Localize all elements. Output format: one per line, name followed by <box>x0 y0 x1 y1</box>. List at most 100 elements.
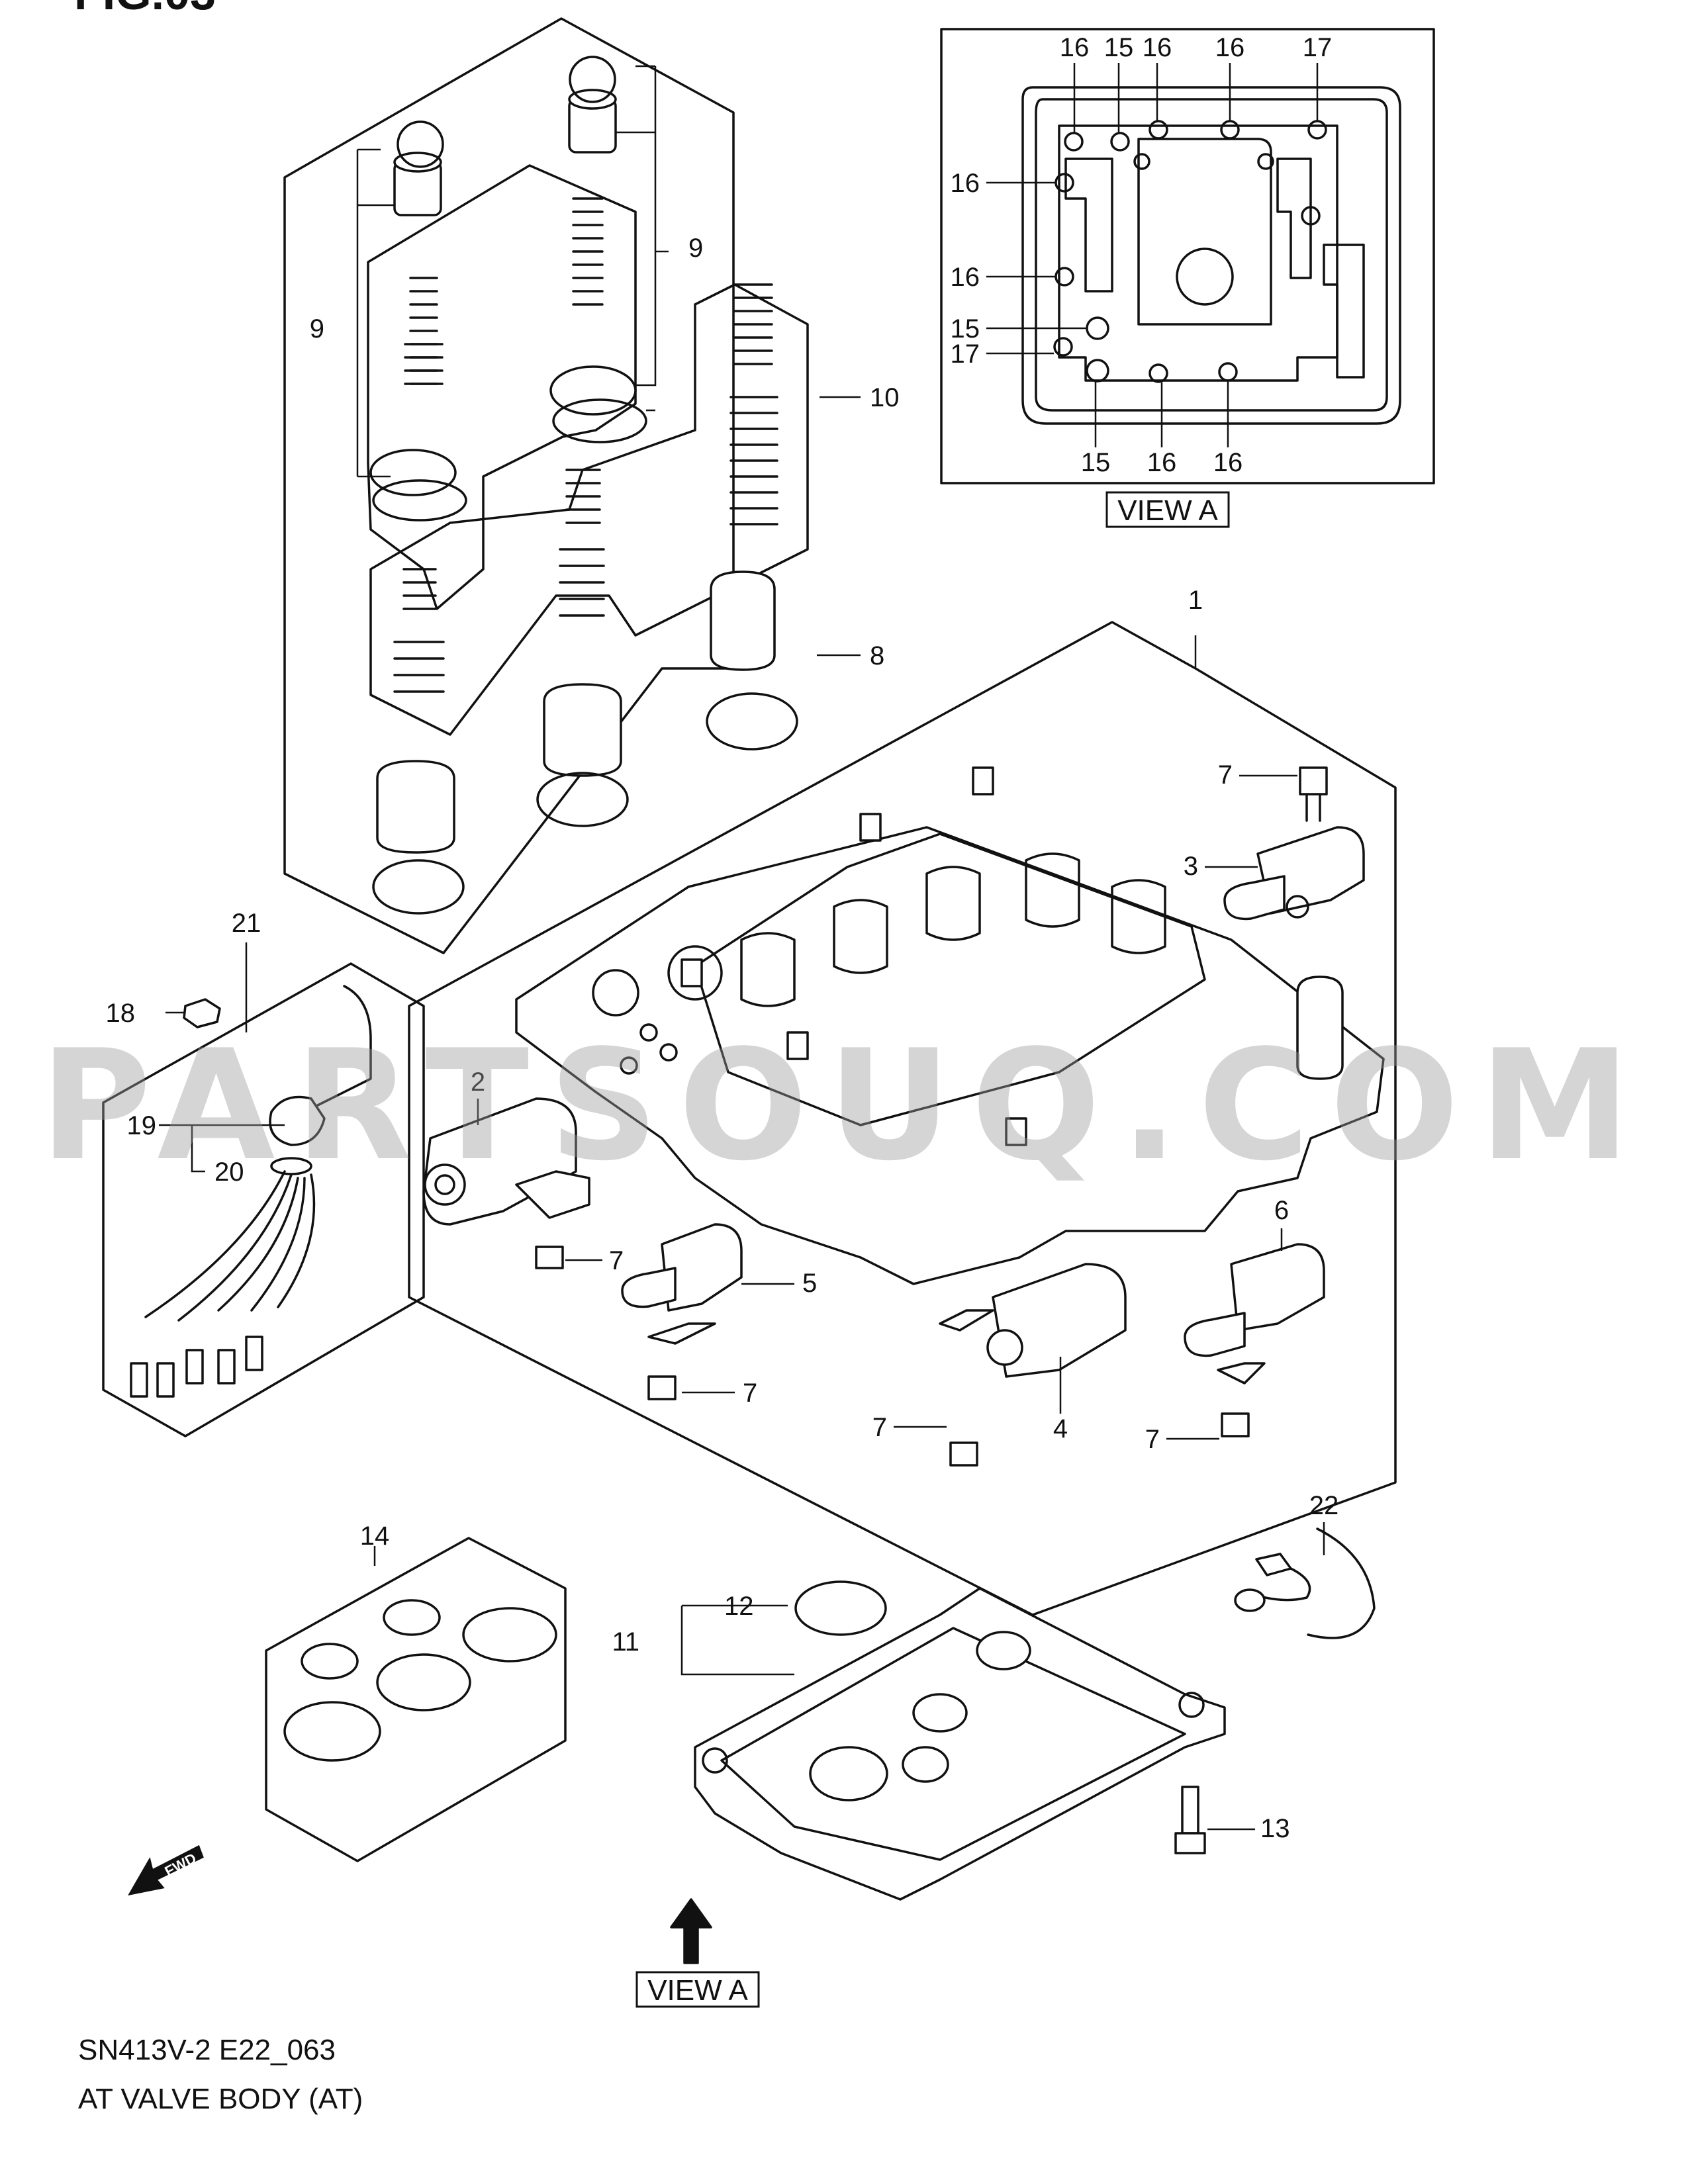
valve-body-boundary <box>408 621 1397 1616</box>
strainer-port <box>912 1693 968 1733</box>
callout-3: 3 <box>1184 852 1198 881</box>
view-a-callout: 15 <box>951 314 980 343</box>
view-a-bolt-hole <box>1149 120 1168 140</box>
kit-inner-boundary-1 <box>367 164 637 610</box>
strainer-port <box>902 1746 949 1783</box>
view-a-callout: 16 <box>1213 448 1243 477</box>
plug-valve <box>393 56 617 216</box>
solenoid-6 <box>1184 1243 1325 1437</box>
leader-9-left <box>356 148 395 478</box>
view-a-bolt-hole <box>1301 206 1321 226</box>
view-a-leader <box>1094 381 1229 447</box>
callout-1: 1 <box>1188 586 1203 615</box>
strainer-seal-12 <box>794 1580 887 1636</box>
callout-2: 2 <box>471 1068 485 1097</box>
view-a-bolt-hole <box>1133 153 1150 170</box>
view-a-channel-edge <box>1323 244 1365 379</box>
strainer-mount-hole <box>702 1747 728 1774</box>
callout-21: 21 <box>232 909 261 938</box>
view-a-callout: 17 <box>951 340 980 369</box>
strainer-rim <box>720 1627 1186 1861</box>
harness-boundary <box>102 962 425 1437</box>
callout-7-bottom: 7 <box>872 1413 887 1442</box>
fwd-label: FWD <box>162 1850 199 1880</box>
callout-13: 13 <box>1260 1814 1290 1843</box>
view-a-gasket-outer <box>1021 86 1401 425</box>
callout-12: 12 <box>724 1592 754 1621</box>
view-a-bolt-hole <box>1055 173 1074 193</box>
view-a-panel: 16 15 16 16 17 16 16 15 17 15 16 16 <box>940 28 1435 484</box>
figure-code: SN413V-2 E22_063 <box>78 2034 336 2066</box>
view-a-label-bottom: VIEW A <box>647 1974 748 2007</box>
view-a-callout: 16 <box>1143 33 1172 62</box>
plate-hole <box>639 1023 658 1042</box>
leader-9-right <box>616 65 669 412</box>
view-a-arrow <box>670 1898 712 1964</box>
bolt-7 <box>647 1375 677 1400</box>
retainer-clips <box>369 365 647 522</box>
bolt-13 <box>1174 1786 1206 1854</box>
strainer-body <box>694 1587 1226 1901</box>
view-a-bolt-hole <box>1307 120 1327 140</box>
o-ring <box>376 1653 471 1711</box>
body-bolt <box>972 766 994 796</box>
view-a-callout: 16 <box>1147 448 1177 477</box>
callout-7-right: 7 <box>1145 1425 1160 1454</box>
plate-hole <box>592 969 639 1017</box>
callout-8: 8 <box>870 641 884 670</box>
watermark: PARTSOUQ.COM <box>40 1018 1650 1195</box>
view-a-callout: 15 <box>1081 448 1111 477</box>
body-bolt <box>1005 1117 1027 1146</box>
seal-kit-group <box>265 1537 567 1862</box>
callout-9-right: 9 <box>688 234 703 263</box>
valve-bores <box>740 852 1166 1007</box>
callout-6: 6 <box>1274 1196 1289 1225</box>
callout-7-mid: 7 <box>743 1379 757 1408</box>
valve-body-assembly <box>408 621 1397 1616</box>
view-a-label-box-bottom <box>635 1971 760 2008</box>
view-a-label-box-top <box>1105 491 1230 528</box>
callout-11: 11 <box>612 1627 639 1657</box>
view-a-bolt-hole <box>1086 359 1109 383</box>
view-a-filter-port <box>1176 248 1234 306</box>
callout-20: 20 <box>214 1158 244 1187</box>
view-a-callout: 16 <box>1215 33 1245 62</box>
view-a-plate <box>1058 124 1338 382</box>
callout-9-left: 9 <box>310 314 324 343</box>
valve-kit-group <box>283 17 861 954</box>
plate-hole <box>667 945 723 1001</box>
leader-19-20 <box>159 1124 285 1173</box>
oil-strainer <box>680 1580 1226 1901</box>
callout-19: 19 <box>127 1111 157 1140</box>
callout-5: 5 <box>802 1269 817 1298</box>
o-ring <box>383 1599 441 1636</box>
clip-18 <box>183 998 221 1028</box>
leader-11-12 <box>680 1604 794 1676</box>
view-a-gasket-inner <box>1035 98 1388 412</box>
view-a-label-top: VIEW A <box>1117 494 1218 527</box>
view-a-filter-seat <box>1137 138 1272 326</box>
harness-terminal <box>130 1362 148 1398</box>
valve-body-upper <box>694 833 1206 1126</box>
o-ring <box>301 1643 359 1680</box>
view-a-bolt-hole <box>1055 267 1074 287</box>
view-a-channel-left <box>1064 158 1113 293</box>
view-a-bolt-hole <box>1218 362 1238 382</box>
view-a-leader <box>1073 63 1319 132</box>
harness-group <box>102 942 425 1437</box>
plate-hole <box>659 1043 678 1062</box>
view-a-callout: 16 <box>951 263 980 292</box>
view-a-bolt-hole <box>1110 132 1130 152</box>
view-a-bolt-hole <box>1086 316 1109 340</box>
seal-kit-boundary <box>265 1537 567 1862</box>
harness-wires <box>144 1170 316 1322</box>
view-a-callout: 17 <box>1303 33 1333 62</box>
plate-hole <box>620 1056 638 1075</box>
fwd-arrow: FWD <box>128 1844 204 1896</box>
view-a-frame <box>940 28 1435 484</box>
callout-22: 22 <box>1309 1491 1339 1520</box>
callout-18: 18 <box>106 999 136 1028</box>
view-a-bolt-hole <box>1149 363 1168 383</box>
view-a-callout: 16 <box>951 169 980 198</box>
